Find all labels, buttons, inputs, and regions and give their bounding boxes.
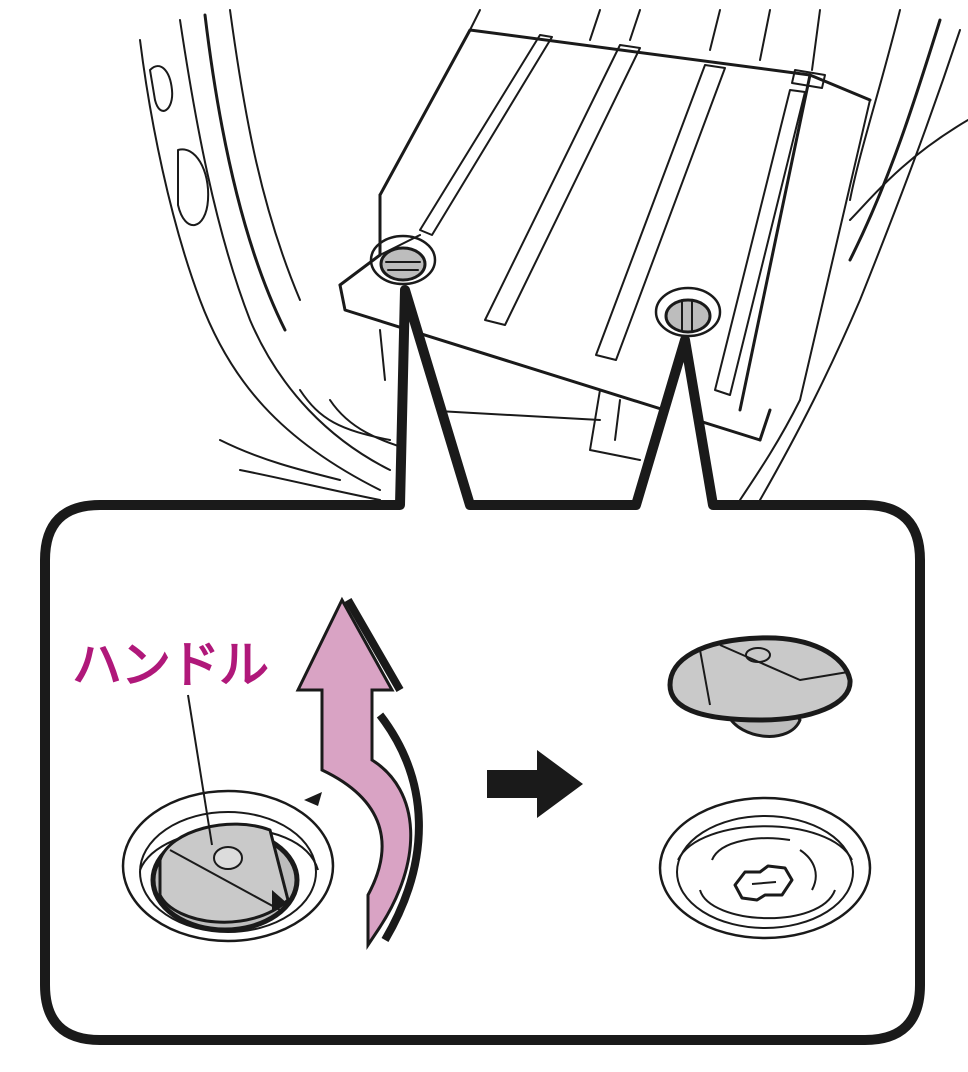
- handle-label: ハンドル: [72, 636, 269, 694]
- right-arrow-icon: [487, 750, 583, 818]
- removed-plug: [667, 635, 853, 738]
- handle-leader-line: [187, 694, 213, 846]
- vehicle-cargo-area: [139, 9, 968, 501]
- empty-hole: [658, 796, 872, 940]
- triangle-mark-icon: [304, 792, 322, 806]
- plug-with-handle: [121, 789, 335, 943]
- curved-up-arrow-icon: [295, 596, 413, 950]
- cargo-plug-right: [654, 286, 722, 338]
- triangle-mark-icon: [272, 890, 288, 910]
- cargo-plug-left: [369, 234, 437, 286]
